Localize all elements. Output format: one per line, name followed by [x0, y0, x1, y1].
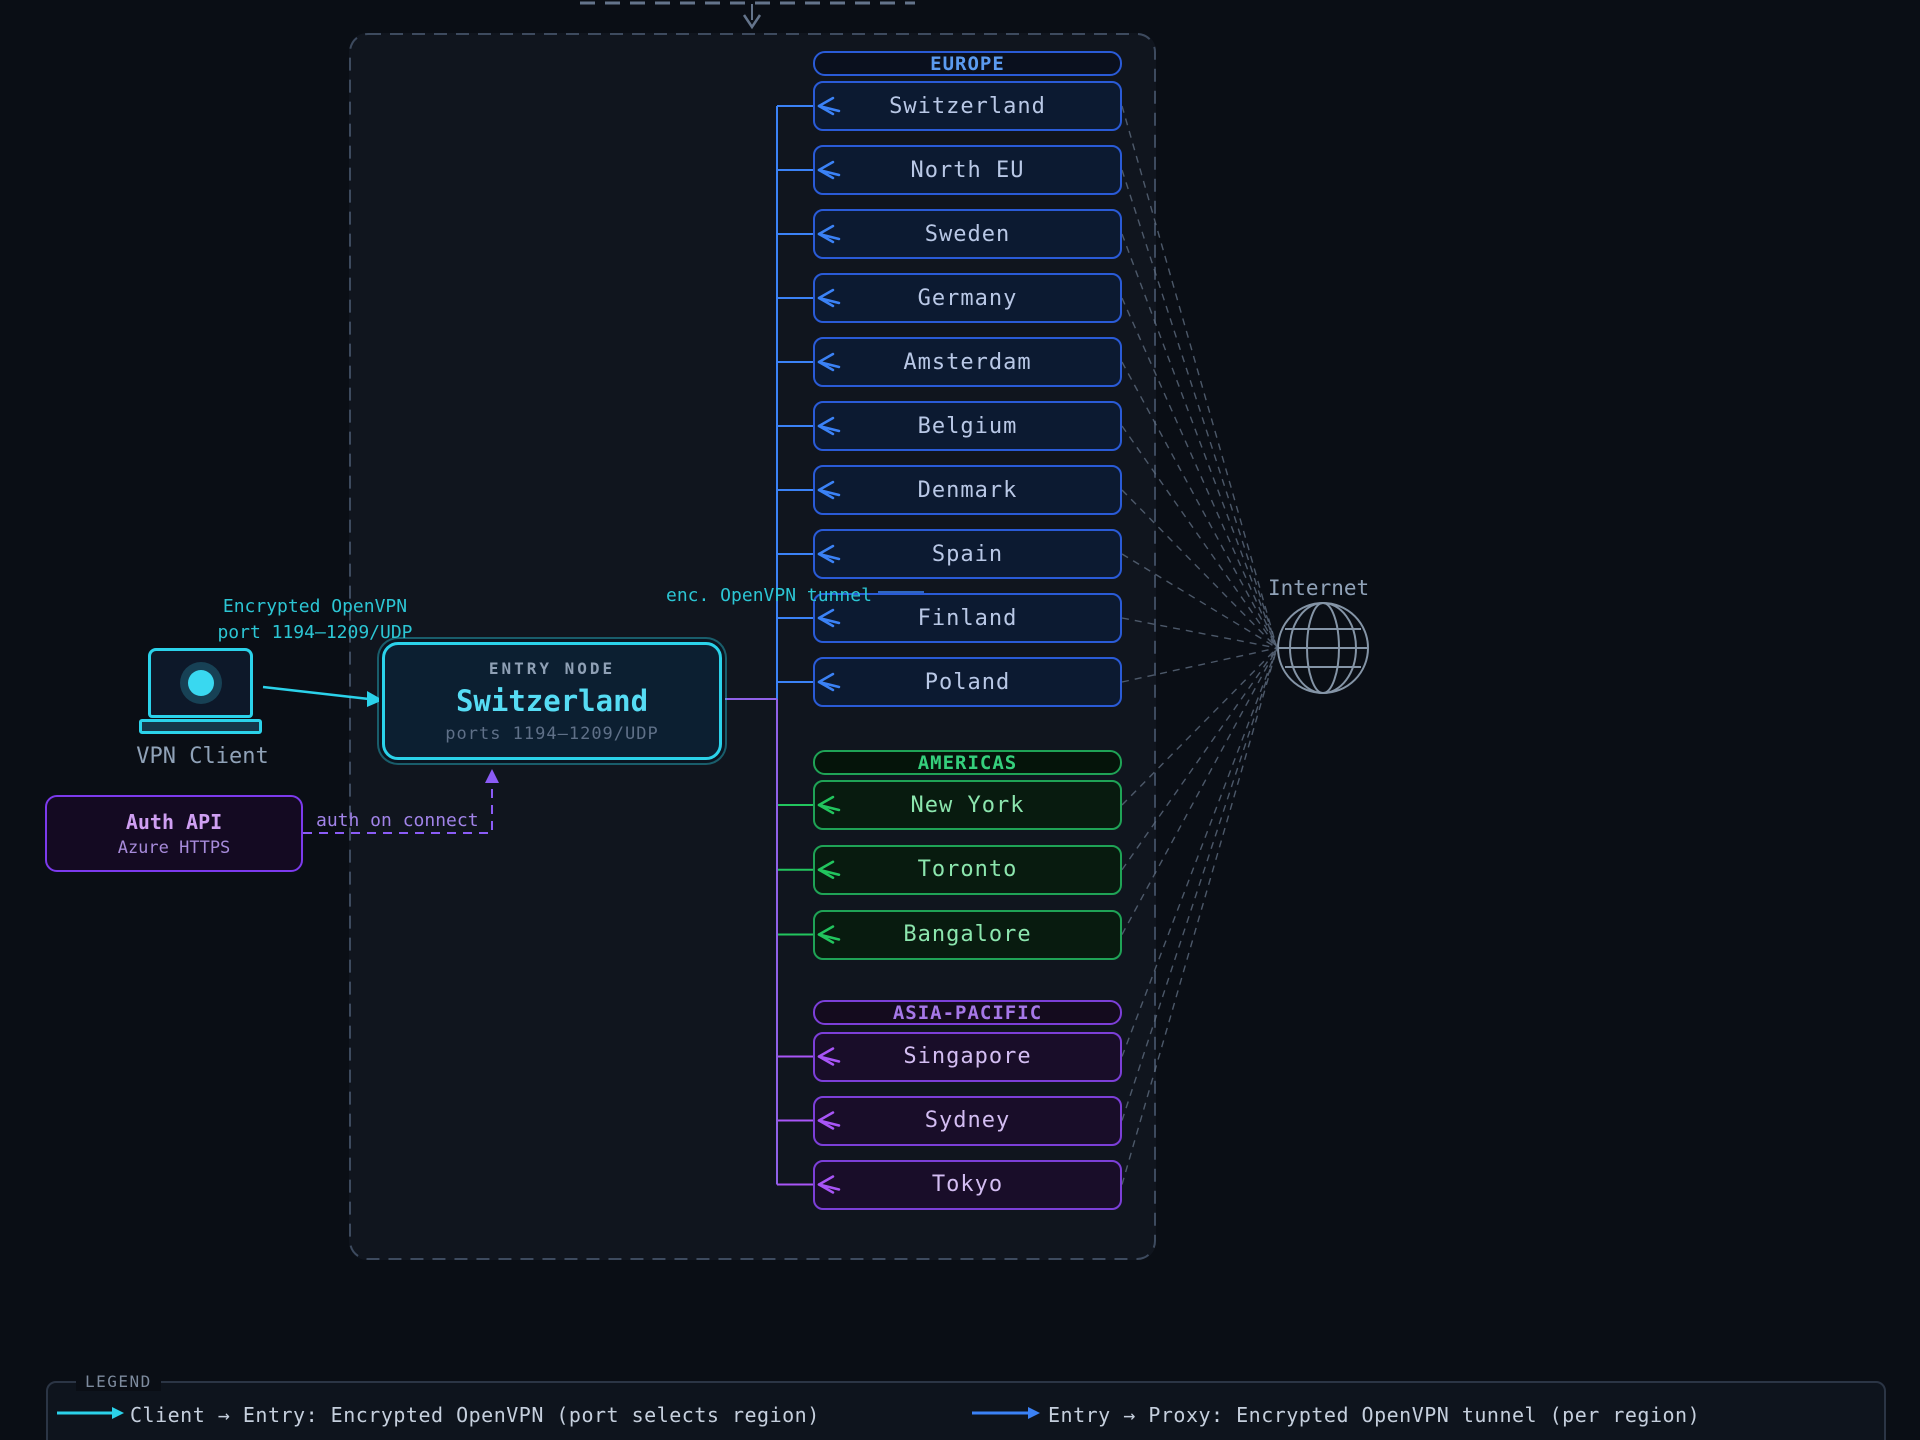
region-node-apac-0: Singapore	[813, 1031, 1122, 1082]
top-connector	[580, 1, 915, 30]
entry-node-kicker: ENTRY NODE	[488, 658, 616, 678]
laptop-icon	[148, 648, 253, 718]
entry-node-subtitle: ports 1194–1209/UDP	[445, 723, 659, 744]
region-node-europe-8: Finland	[813, 593, 1122, 643]
region-node-europe-3: Germany	[813, 273, 1122, 323]
region-node-europe-2: Sweden	[813, 209, 1122, 259]
client-link-label-line1: Encrypted OpenVPN	[222, 596, 408, 617]
legend: LEGEND Client → Entry: Encrypted OpenVPN…	[46, 1372, 1886, 1440]
legend-item-client-entry: Client → Entry: Encrypted OpenVPN (port …	[130, 1403, 820, 1427]
entry-node-title: Switzerland	[455, 683, 649, 718]
globe-icon	[1277, 602, 1369, 694]
auth-link-label: auth on connect	[316, 810, 479, 831]
auth-api-title: Auth API	[125, 809, 223, 834]
region-node-europe-9: Poland	[813, 657, 1122, 707]
legend-title: LEGEND	[76, 1372, 161, 1391]
region-group-header-americas: AMERICAS	[813, 750, 1122, 775]
entry-node: ENTRY NODE Switzerland ports 1194–1209/U…	[382, 642, 722, 760]
region-group-header-apac: ASIA-PACIFIC	[813, 1000, 1122, 1025]
region-node-europe-5: Belgium	[813, 401, 1122, 451]
tunnel-link-label: enc. OpenVPN tunnel	[666, 585, 872, 606]
region-node-americas-1: Toronto	[813, 844, 1122, 895]
region-node-europe-1: North EU	[813, 145, 1122, 195]
auth-api-node: Auth API Azure HTTPS	[45, 795, 303, 872]
region-node-europe-0: Switzerland	[813, 81, 1122, 131]
internet-label: Internet	[1268, 576, 1370, 600]
region-node-americas-0: New York	[813, 780, 1122, 830]
region-node-apac-1: Sydney	[813, 1095, 1122, 1146]
region-group-header-europe: EUROPE	[813, 51, 1122, 76]
client-link-label-line2: port 1194–1209/UDP	[217, 622, 413, 644]
region-node-europe-7: Spain	[813, 529, 1122, 579]
legend-item-entry-proxy: Entry → Proxy: Encrypted OpenVPN tunnel …	[1048, 1403, 1701, 1427]
laptop-base	[139, 719, 262, 734]
region-node-apac-2: Tokyo	[813, 1159, 1122, 1210]
region-node-europe-4: Amsterdam	[813, 337, 1122, 387]
region-node-europe-6: Denmark	[813, 465, 1122, 515]
vpn-client-label: VPN Client	[136, 744, 269, 769]
client-link-label: Encrypted OpenVPN port 1194–1209/UDP	[198, 594, 432, 646]
auth-api-subtitle: Azure HTTPS	[117, 837, 231, 858]
region-node-americas-2: Bangalore	[813, 909, 1122, 960]
arrow-down-icon	[742, 14, 762, 30]
laptop-webcam-dot	[187, 670, 214, 696]
